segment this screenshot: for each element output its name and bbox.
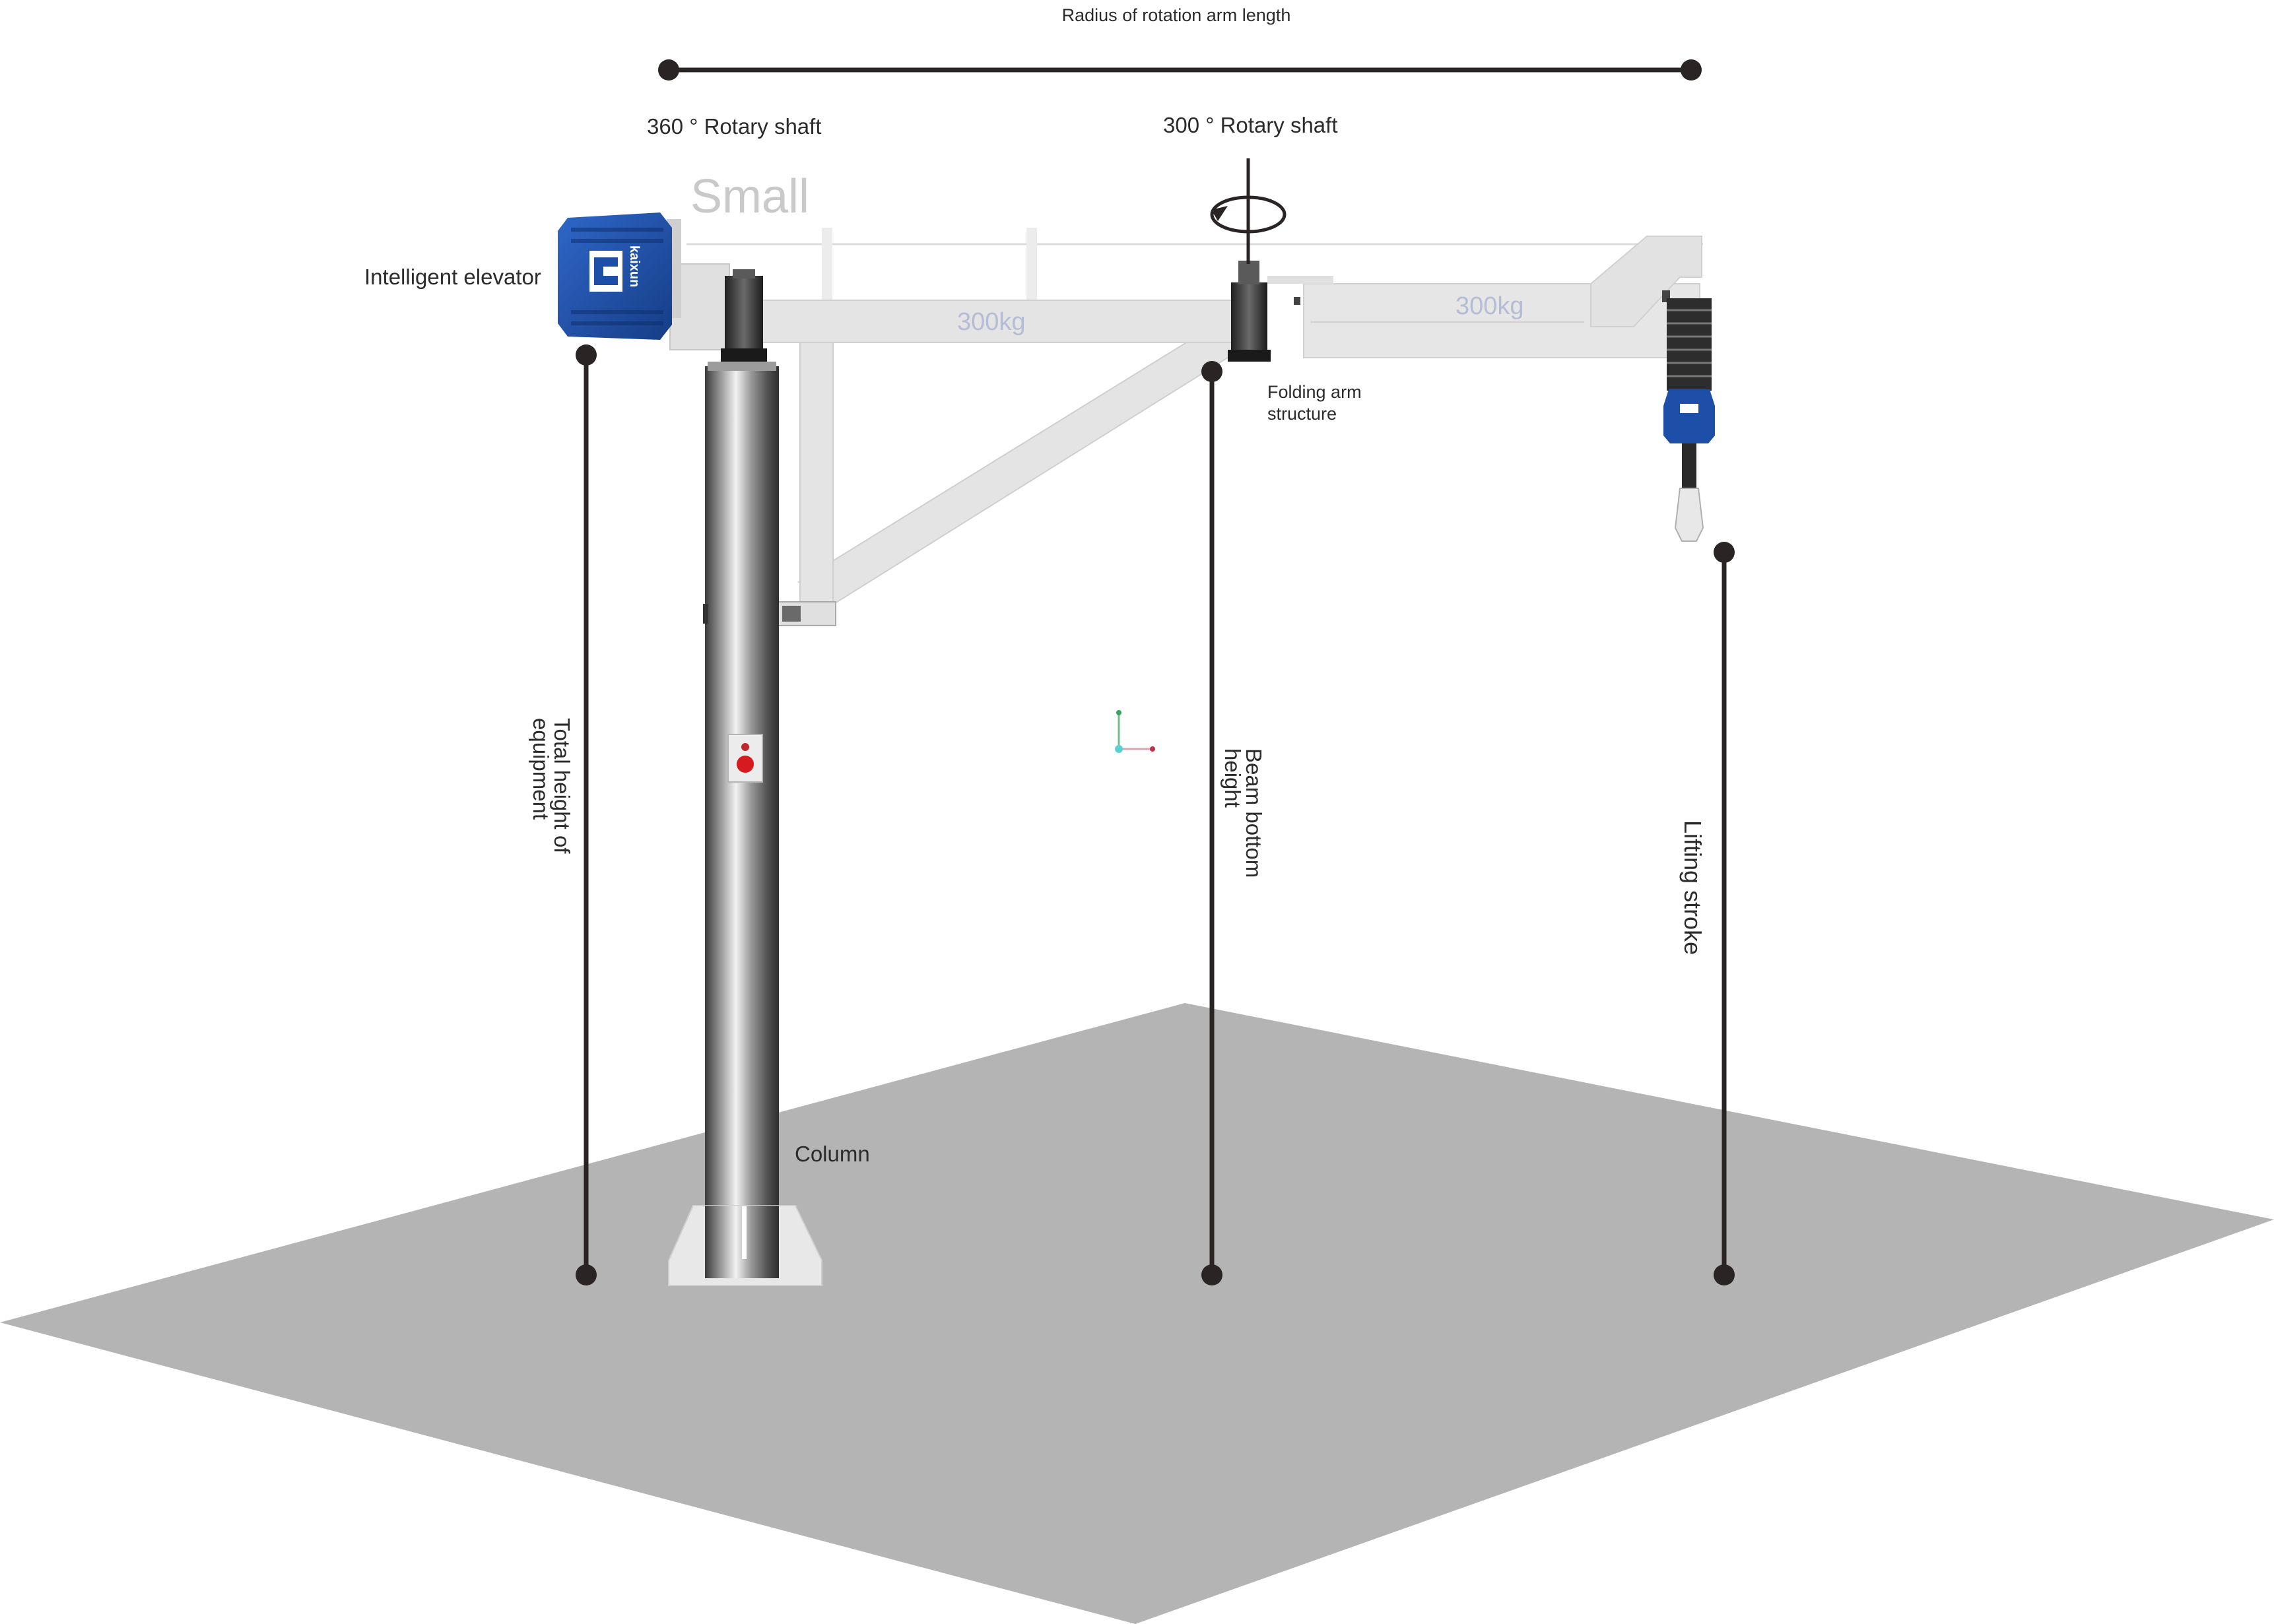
folding-arm-label-line2: structure bbox=[1267, 404, 1337, 424]
intelligent-elevator-label: Intelligent elevator bbox=[364, 265, 541, 289]
radius-dimension bbox=[658, 59, 1702, 81]
outer-arm-capacity: 300kg bbox=[1455, 292, 1524, 320]
inner-arm bbox=[673, 300, 1242, 343]
total-height-bottom-dot bbox=[576, 1264, 597, 1285]
balancer-hoist bbox=[1662, 290, 1715, 542]
small-label: Small bbox=[690, 170, 809, 223]
vertical-strut bbox=[799, 337, 834, 609]
total-height-dimension bbox=[576, 344, 597, 1285]
column bbox=[668, 362, 822, 1286]
diagonal-brace bbox=[797, 332, 1253, 606]
radius-label: Radius of rotation arm length bbox=[1062, 5, 1291, 25]
total-height-top-dot bbox=[576, 344, 597, 366]
beam-bottom-label-line2: height bbox=[1221, 748, 1245, 808]
axis-gizmo bbox=[1115, 710, 1155, 753]
folding-arm-label-line1: Folding arm bbox=[1267, 382, 1362, 402]
floor-plane bbox=[0, 1003, 2274, 1624]
collar-clamp bbox=[782, 606, 801, 622]
beam-bottom-label-line1: Beam bottom bbox=[1242, 748, 1266, 878]
emergency-stop-indicator bbox=[741, 743, 749, 751]
inner-arm-capacity: 300kg bbox=[957, 308, 1026, 336]
lifting-stroke-bottom-dot bbox=[1714, 1264, 1735, 1285]
rotation-arrow-icon bbox=[1210, 158, 1287, 264]
beam-bottom-dimension bbox=[1201, 361, 1222, 1285]
rotary-shaft-300 bbox=[1228, 261, 1333, 362]
emergency-stop-button bbox=[737, 756, 754, 773]
beam-bottom-bottom-dot bbox=[1201, 1264, 1222, 1285]
upright-bracket bbox=[1026, 228, 1037, 300]
lifting-stroke-label: Lifting stroke bbox=[1679, 820, 1706, 955]
outer-arm-end-bracket bbox=[1590, 236, 1702, 327]
shaft-300-label: 300 ° Rotary shaft bbox=[1163, 113, 1338, 137]
column-label: Column bbox=[795, 1142, 870, 1166]
lifting-stroke-dimension bbox=[1714, 542, 1735, 1285]
beam-bottom-top-dot bbox=[1201, 361, 1222, 382]
total-height-label-line1: Total height of bbox=[550, 718, 574, 854]
shaft-360-label: 360 ° Rotary shaft bbox=[647, 114, 822, 139]
lifting-stroke-top-dot bbox=[1714, 542, 1735, 563]
radius-start-dot bbox=[658, 59, 679, 81]
upright-bracket bbox=[822, 228, 832, 300]
radius-end-dot bbox=[1681, 59, 1702, 81]
elevator-brand-text: kaixun bbox=[627, 245, 642, 287]
total-height-label-line2: equipment bbox=[529, 718, 553, 820]
rotary-shaft-360 bbox=[721, 269, 767, 362]
intelligent-elevator: kaixun bbox=[558, 212, 681, 340]
